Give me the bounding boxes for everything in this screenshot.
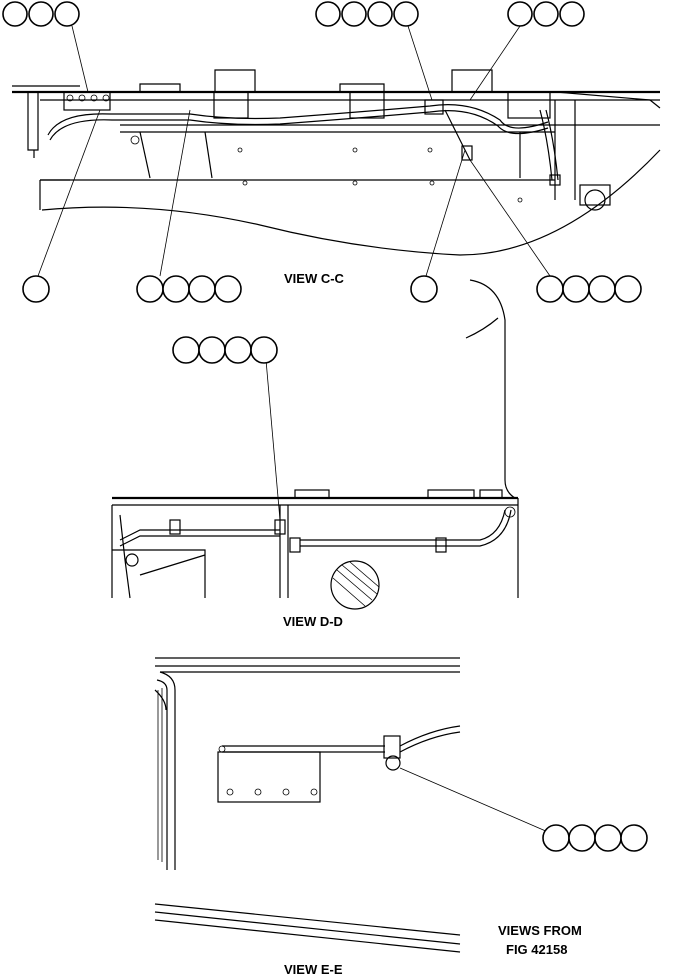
callout-c-bottom-4 [536, 275, 642, 303]
view-d-d-leader [265, 359, 281, 521]
view-c-c-label: VIEW C-C [284, 271, 345, 286]
view-e-e-leader [399, 767, 549, 833]
callout-c-top-right [507, 1, 585, 27]
view-c-c-drawing [12, 69, 661, 256]
view-c-c-leaders [37, 25, 551, 277]
view-d-d-drawing [111, 279, 519, 610]
callout-c-top-left [2, 1, 80, 27]
callout-c-top-mid [315, 1, 419, 27]
callout-c-bottom-2 [136, 275, 242, 303]
callout-c-bottom-1 [22, 275, 50, 303]
view-e-e-drawing [154, 657, 461, 953]
view-e-e-label: VIEW E-E [284, 962, 343, 977]
views-from-note-line2: FIG 42158 [506, 942, 567, 957]
callout-e-right [542, 824, 648, 852]
views-from-note-line1: VIEWS FROM [498, 923, 582, 938]
callout-d-top [172, 336, 278, 364]
callout-c-bottom-3 [410, 275, 438, 303]
view-d-d-label: VIEW D-D [283, 614, 343, 629]
